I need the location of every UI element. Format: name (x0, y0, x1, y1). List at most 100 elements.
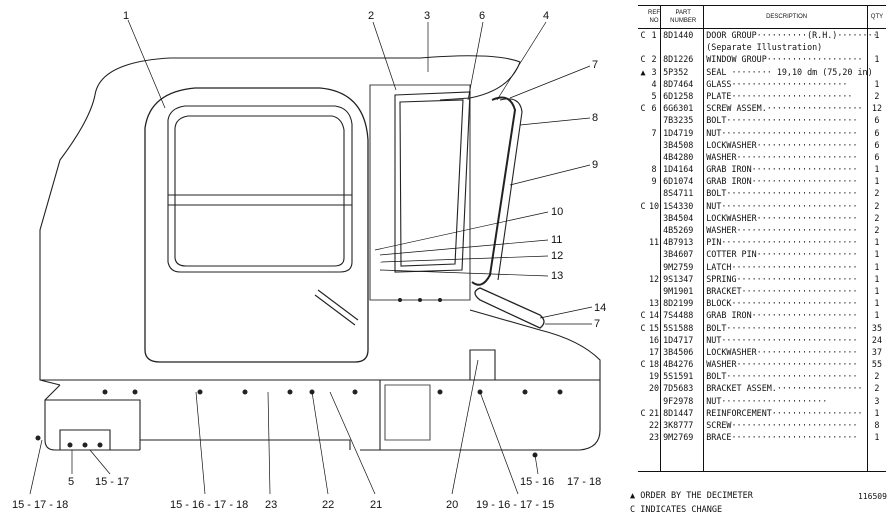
part-number-cell: 5S1591 (660, 370, 705, 383)
row-mark (638, 370, 648, 382)
qty-cell: 2 (874, 371, 880, 382)
part-number-cell: 8D1447 (660, 406, 705, 419)
qty-cell: 1 (874, 164, 880, 175)
description-cell: BOLT·························· (703, 321, 868, 334)
description-cell: SPRING························ (703, 272, 868, 285)
qty-cell: 1 (874, 285, 880, 296)
qty-cell: 1 (874, 298, 880, 309)
part-number-cell: 9M2759 (660, 260, 705, 273)
ref-no-cell (648, 224, 662, 237)
row-mark (638, 127, 648, 139)
part-number-cell: 7D5683 (660, 382, 705, 395)
ref-no-cell: 20 (648, 382, 662, 395)
callout-15-17: 15 - 17 (95, 476, 129, 488)
description-cell: GRAB IRON····················· (703, 175, 868, 188)
row-mark (638, 285, 648, 297)
row-mark (638, 224, 648, 236)
qty-header: QTY (867, 5, 886, 29)
description-cell: BRACKET······················· (703, 284, 868, 298)
ref-no-cell: 21 (648, 406, 662, 419)
part-number-cell: 3K8777 (660, 419, 705, 432)
table-row: (Separate Illustration) (638, 41, 886, 54)
description-cell: BRACKET ASSEM.················· (703, 382, 868, 395)
row-mark: C (640, 103, 646, 114)
part-number-cell: 7S4488 (660, 309, 705, 322)
description-cell: SEAL ········ 19,10 dm (75,20 in) (703, 65, 873, 78)
callout-1: 1 (123, 10, 129, 22)
description-cell: SCREW ASSEM.··················· (703, 102, 868, 115)
part-number-cell: 4B4280 (660, 150, 705, 164)
qty-cell: 1 (874, 54, 880, 65)
part-number-cell: 9M1901 (660, 284, 705, 298)
qty-cell: 37 (871, 346, 882, 357)
description-cell: NUT····················· (703, 394, 868, 407)
row-mark (638, 175, 648, 187)
ref-no-cell: 22 (648, 419, 662, 432)
part-number-cell: 6G6301 (660, 102, 705, 115)
part-number-cell: 4B7913 (660, 236, 705, 249)
row-mark (638, 151, 648, 163)
description-cell: WASHER························ (703, 150, 868, 164)
callout-6: 6 (479, 10, 485, 22)
callout-20: 20 (446, 499, 458, 511)
callout-7-top: 7 (592, 59, 598, 71)
cab-body-outline (39, 55, 601, 451)
part-number-cell: 3B4504 (660, 211, 705, 224)
qty-cell: 1 (874, 78, 880, 89)
callout-14: 14 (594, 302, 606, 314)
qty-cell: 1 (874, 432, 880, 443)
ref-no-cell (648, 284, 662, 298)
qty-cell: 1 (874, 310, 880, 321)
description-cell: BOLT·························· (703, 187, 868, 200)
part-number-cell: 3B4508 (660, 138, 705, 151)
change-footnote: C INDICATES CHANGE (630, 505, 723, 515)
callout-7-bottom: 7 (594, 318, 600, 330)
row-mark (638, 346, 648, 358)
qty-cell: 1 (874, 237, 880, 248)
description-cell: LOCKWASHER···················· (703, 345, 868, 359)
callout-9: 9 (592, 159, 598, 171)
part-number-cell: 3B4506 (660, 345, 705, 359)
ref-no-cell: 7 (648, 126, 662, 139)
row-mark (638, 187, 648, 199)
description-cell: BRACE························· (703, 431, 868, 472)
ref-no-cell: 6 (648, 102, 662, 115)
part-number-cell: 9F2978 (660, 394, 705, 407)
row-mark (638, 273, 648, 285)
description-cell: BLOCK························· (703, 297, 868, 310)
ref-no-header: REF NO (648, 5, 662, 29)
ref-no-cell (648, 138, 662, 151)
qty-cell: 1 (874, 273, 880, 284)
ref-no-cell: 14 (648, 309, 662, 322)
callout-13: 13 (551, 270, 563, 282)
ref-no-cell: 13 (648, 297, 662, 310)
callout-4: 4 (543, 10, 549, 22)
ref-no-cell (648, 394, 662, 407)
description-cell: LOCKWASHER···················· (703, 138, 868, 151)
row-mark (638, 139, 648, 151)
part-number-cell: 5S1588 (660, 321, 705, 334)
ref-no-cell (648, 41, 662, 54)
ref-no-cell (648, 150, 662, 164)
row-mark (638, 334, 648, 346)
leader-lines (29, 19, 593, 495)
callout-5: 5 (68, 476, 74, 488)
ref-no-cell: 3 (648, 65, 662, 78)
ref-no-cell: 17 (648, 345, 662, 359)
